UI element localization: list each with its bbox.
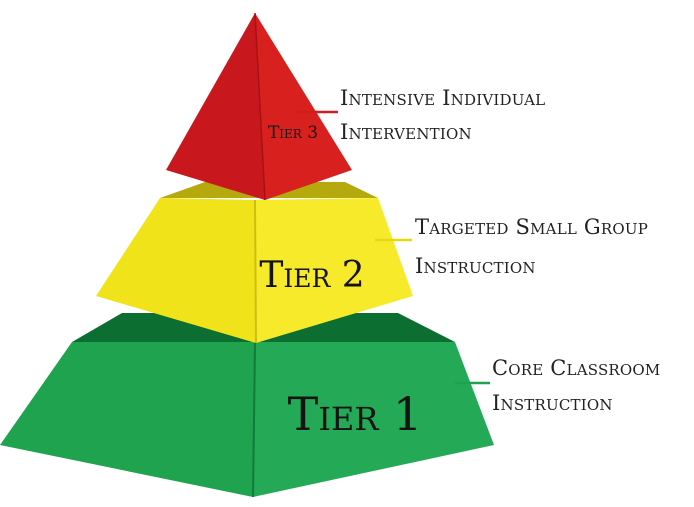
tier-1-block: Tier 1: [0, 313, 494, 498]
tier-1-description-line-2: Instruction: [492, 391, 613, 415]
tier-2-label: Tier 2: [259, 255, 364, 296]
tier-2-block: Tier 2: [96, 182, 413, 344]
tier-2-left-face: [96, 198, 256, 343]
tier-3-left-face: [166, 13, 265, 200]
tier-1-left-face: [0, 342, 255, 497]
tier-3-right-face: [255, 13, 352, 200]
tier-1-right-face: [253, 342, 494, 497]
tier-2-description: Targeted Small Group Instruction: [415, 215, 648, 278]
tier-3-front-edge: [254, 12, 266, 201]
tier-3-description: Intensive Individual Intervention: [340, 86, 545, 144]
tier-2-description-line-1: Targeted Small Group: [415, 215, 648, 239]
tier-1-label: Tier 1: [288, 387, 423, 441]
tier-2-front-edge: [254, 199, 257, 344]
tier-1-description: Core Classroom Instruction: [492, 356, 660, 415]
tier-3-label: Tier 3: [268, 123, 318, 143]
tier-3-description-line-2: Intervention: [340, 120, 472, 144]
tier-1-description-line-1: Core Classroom: [492, 356, 660, 380]
tier-3-description-line-1: Intensive Individual: [340, 86, 545, 110]
tier-2-right-face: [255, 198, 413, 343]
tier-1-front-edge: [252, 341, 256, 498]
tier-2-description-line-2: Instruction: [415, 254, 536, 278]
tier-3-block: Tier 3: [166, 12, 352, 201]
